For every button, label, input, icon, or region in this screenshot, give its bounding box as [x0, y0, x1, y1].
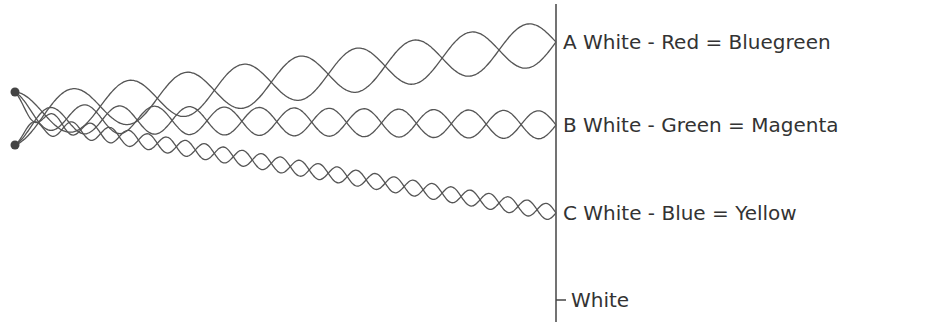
axis-label: White — [571, 288, 629, 312]
source-dot — [11, 141, 20, 150]
source-dot — [11, 88, 20, 97]
light-wave — [15, 32, 556, 132]
light-wave — [15, 106, 556, 145]
light-wave — [15, 122, 556, 220]
wave-group — [15, 24, 556, 219]
tick-mark — [556, 299, 566, 301]
color-equation: C White - Blue = Yellow — [563, 201, 797, 225]
color-equation: A White - Red = Bluegreen — [563, 30, 831, 54]
light-wave — [15, 92, 556, 216]
screen-line — [555, 4, 557, 322]
color-equation: B White - Green = Magenta — [563, 113, 839, 137]
